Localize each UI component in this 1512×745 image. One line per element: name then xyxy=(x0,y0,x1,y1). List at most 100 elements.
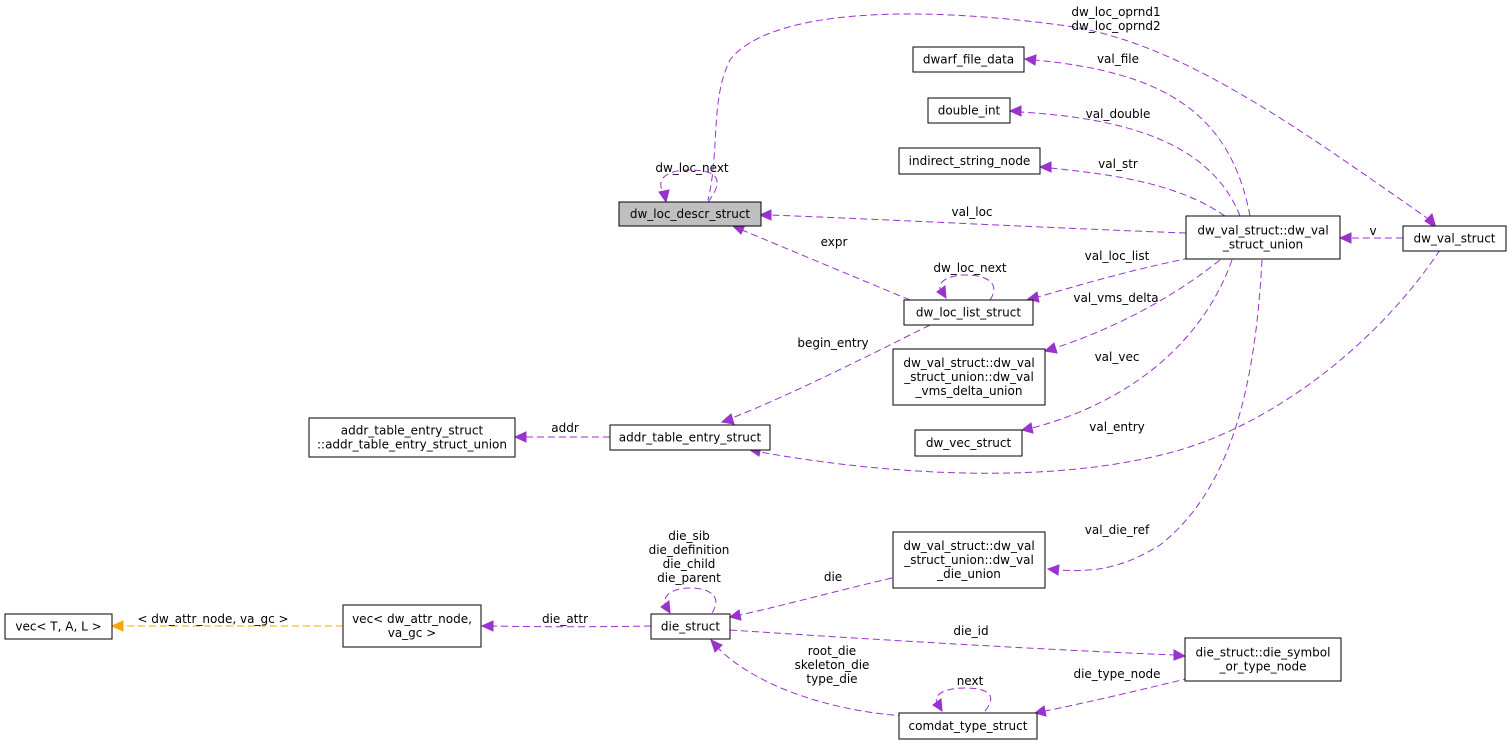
node-label: dw_val_struct::dw_val xyxy=(1197,224,1328,238)
edge-label-oprnd: dw_loc_oprnd1 xyxy=(1071,5,1160,19)
node-label: vec< T, A, L > xyxy=(15,620,101,634)
edge-val-str xyxy=(1038,161,1226,217)
node-label: _die_union xyxy=(936,567,1001,581)
node-label: vec< dw_attr_node, xyxy=(352,612,472,626)
node-double-int[interactable]: double_int xyxy=(927,97,1011,124)
edge-label-die-attr: die_attr xyxy=(542,612,588,626)
node-dw-loc-descr-struct[interactable]: dw_loc_descr_struct xyxy=(618,201,762,227)
node-addr-table-entry-struct[interactable]: addr_table_entry_struct xyxy=(609,424,771,451)
edge-label-comdat-to-die: type_die xyxy=(806,672,857,686)
edge-val-vms-delta xyxy=(1043,259,1221,354)
edge-label-val-entry: val_entry xyxy=(1089,420,1145,434)
node-box xyxy=(898,712,1038,740)
node-label: die_struct::die_symbol xyxy=(1196,646,1331,660)
edge-label-die-self: die_sib xyxy=(668,529,710,543)
node-vec-tal[interactable]: vec< T, A, L > xyxy=(4,613,113,640)
edge-label-comdat-to-die: skeleton_die xyxy=(795,658,870,672)
node-vms-delta-union[interactable]: dw_val_struct::dw_val_struct_union::dw_v… xyxy=(892,348,1046,406)
edge-label-addr: addr xyxy=(551,421,579,435)
node-box xyxy=(1184,637,1342,682)
edge-label-val-vec: val_vec xyxy=(1095,350,1140,364)
node-label: dwarf_file_data xyxy=(923,53,1014,67)
node-die-union[interactable]: dw_val_struct::dw_val_struct_union::dw_v… xyxy=(892,531,1046,589)
edge-die xyxy=(728,577,893,621)
node-dw-val-struct-union[interactable]: dw_val_struct::dw_val_struct_union xyxy=(1185,215,1341,260)
edge-die-attr xyxy=(480,620,652,632)
node-dw-vec-struct[interactable]: dw_vec_struct xyxy=(914,429,1023,457)
edge-dw-loc-oprnd xyxy=(707,13,1437,230)
edge-descr-self-loop xyxy=(658,169,718,204)
node-label: addr_table_entry_struct xyxy=(341,424,484,438)
edge-val-vec xyxy=(1020,259,1233,434)
node-vec-attr[interactable]: vec< dw_attr_node,va_gc > xyxy=(342,604,482,648)
node-comdat-type-struct[interactable]: comdat_type_struct xyxy=(898,712,1038,740)
node-indirect-string-node[interactable]: indirect_string_node xyxy=(898,147,1041,175)
edge-comdat-self-loop xyxy=(932,687,992,712)
node-label: dw_loc_descr_struct xyxy=(630,207,751,221)
edge-begin-entry xyxy=(720,324,931,425)
node-dwarf-file-data[interactable]: dwarf_file_data xyxy=(912,46,1025,73)
edge-loclist-self-loop xyxy=(936,274,995,301)
node-box xyxy=(898,147,1041,175)
node-label: dw_val_struct::dw_val xyxy=(903,539,1034,553)
edge-val-file xyxy=(1023,54,1251,217)
edge-label-v: v xyxy=(1369,224,1376,238)
node-label: double_int xyxy=(938,104,1001,118)
edge-label-next: next xyxy=(957,674,984,688)
node-box xyxy=(1402,225,1507,252)
node-label: dw_val_struct xyxy=(1413,232,1495,246)
node-box xyxy=(892,531,1046,589)
node-dw-loc-list-struct[interactable]: dw_loc_list_struct xyxy=(903,299,1034,326)
edge-label-die-self: die_parent xyxy=(657,571,721,585)
node-label: addr_table_entry_struct xyxy=(619,431,762,445)
node-box xyxy=(609,424,771,451)
node-addr-union[interactable]: addr_table_entry_struct::addr_table_entr… xyxy=(308,417,516,458)
node-dw-val-struct[interactable]: dw_val_struct xyxy=(1402,225,1507,252)
edge-label-val-loc-list: val_loc_list xyxy=(1085,249,1150,263)
node-label: dw_loc_list_struct xyxy=(916,306,1021,320)
edge-label-die-self: die_definition xyxy=(649,543,730,557)
node-label: indirect_string_node xyxy=(909,154,1031,168)
edge-die-self-loop xyxy=(660,587,717,614)
node-box xyxy=(914,429,1023,457)
edge-label-val-str: val_str xyxy=(1098,157,1138,171)
edge-label-oprnd: dw_loc_oprnd2 xyxy=(1071,19,1160,33)
node-box xyxy=(650,613,731,640)
edge-label-val-vms-delta: val_vms_delta xyxy=(1073,291,1158,305)
edge-label-die-self: die_child xyxy=(663,557,716,571)
edge-label-val-loc: val_loc xyxy=(951,205,992,219)
edge-label-die-type-node: die_type_node xyxy=(1073,667,1160,681)
node-die-symbol[interactable]: die_struct::die_symbol_or_type_node xyxy=(1184,637,1342,682)
edge-label-val-die-ref: val_die_ref xyxy=(1085,523,1150,537)
node-box xyxy=(308,417,516,458)
node-box xyxy=(1185,215,1341,260)
node-label: comdat_type_struct xyxy=(909,719,1028,733)
edge-label-begin-entry: begin_entry xyxy=(797,336,868,350)
node-box xyxy=(4,613,113,640)
node-die-struct[interactable]: die_struct xyxy=(650,613,731,640)
node-label: _struct_union::dw_val xyxy=(903,553,1034,567)
node-box xyxy=(618,201,762,227)
edge-label-die: die xyxy=(824,570,842,584)
node-box xyxy=(892,348,1046,406)
node-label: _struct_union xyxy=(1222,238,1303,252)
node-label: _or_type_node xyxy=(1218,660,1306,674)
edge-label-val-file: val_file xyxy=(1097,52,1139,66)
edge-v xyxy=(1338,232,1404,244)
edge-label-loc-next-descr: dw_loc_next xyxy=(655,161,729,175)
edge-template xyxy=(110,620,343,632)
edge-addr xyxy=(513,431,610,443)
node-label: dw_val_struct::dw_val xyxy=(903,356,1034,370)
edge-val-double xyxy=(1008,105,1241,217)
node-box xyxy=(903,299,1034,326)
edge-label-die-id: die_id xyxy=(953,624,988,638)
node-label: _struct_union::dw_val xyxy=(903,370,1034,384)
edge-val-loc xyxy=(758,209,1187,234)
node-label: _vms_delta_union xyxy=(915,384,1023,398)
node-label: dw_vec_struct xyxy=(926,436,1012,450)
edge-val-die-ref xyxy=(1046,259,1263,576)
edge-label-comdat-to-die: root_die xyxy=(808,644,856,658)
edge-label-loc-next-list: dw_loc_next xyxy=(933,261,1007,275)
edge-label-val-double: val_double xyxy=(1086,107,1151,121)
